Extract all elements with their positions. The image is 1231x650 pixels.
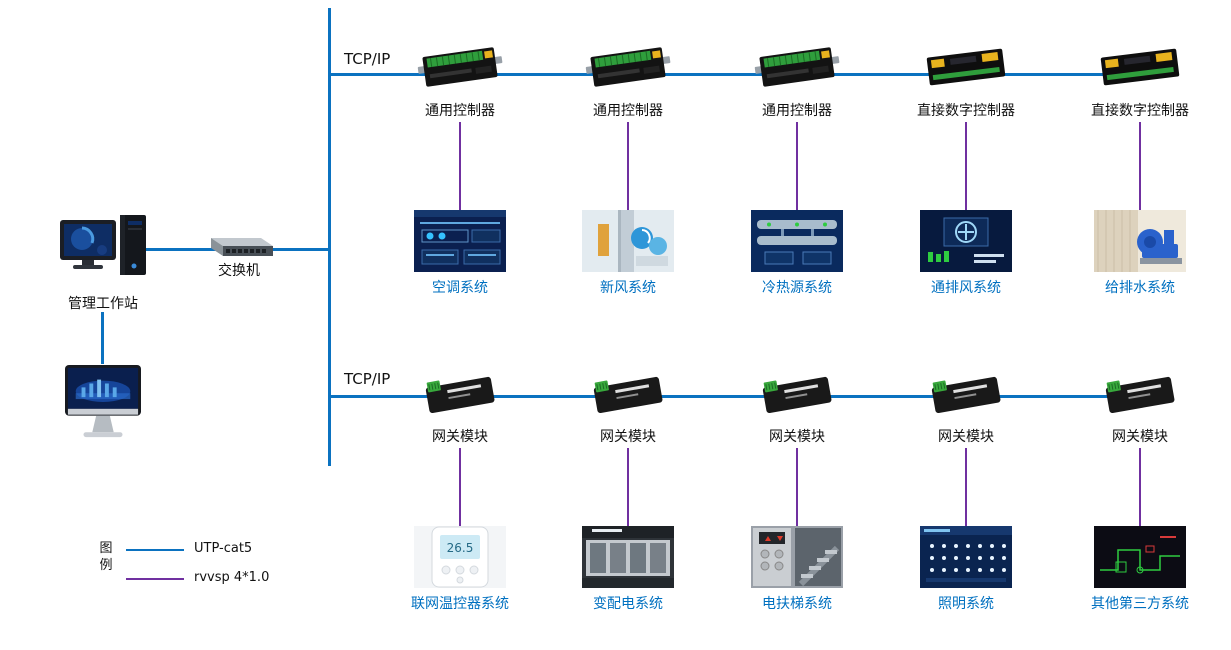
system-label: 给排水系统: [1105, 280, 1175, 296]
top-column-5: 直接数字控制器 给排水系统: [1055, 40, 1225, 297]
system-label: 冷热源系统: [762, 280, 832, 296]
rvvsp-signal-line: [459, 448, 461, 526]
controller-label: 直接数字控制器: [1091, 103, 1189, 119]
monitor-icon: [64, 364, 142, 440]
controller-label: 通用控制器: [425, 103, 495, 119]
tcp-bus-line-bottom: [330, 395, 1142, 398]
rvvsp-signal-line: [1139, 122, 1141, 210]
main-bus-line: [328, 8, 331, 466]
rvvsp-signal-line: [796, 122, 798, 210]
system-label: 照明系统: [938, 596, 994, 612]
bottom-column-2: 网关模块 变配电系统: [543, 368, 713, 613]
gateway-label: 网关模块: [769, 429, 825, 445]
top-column-2: 通用控制器 新风系统: [543, 40, 713, 297]
gateway-label: 网关模块: [432, 429, 488, 445]
top-column-1: 通用控制器 空调系统: [375, 40, 545, 297]
switch-label: 交换机: [218, 263, 260, 279]
controller-label: 直接数字控制器: [917, 103, 1015, 119]
gateway-label: 网关模块: [1112, 429, 1168, 445]
legend-utp-label: UTP-cat5: [194, 541, 253, 556]
tcpip-label-bottom: TCP/IP: [344, 370, 391, 388]
rvvsp-signal-line: [965, 448, 967, 526]
legend-utp-line: [126, 549, 184, 551]
workstation-computer-icon: [58, 214, 153, 289]
ddc-controller-icon: [1095, 40, 1185, 94]
general-controller-icon: [583, 40, 673, 94]
tcp-bus-line-top: [330, 73, 1142, 76]
gateway-module-icon: [924, 368, 1008, 420]
workstation-to-monitor-line: [101, 312, 104, 364]
gateway-module-icon: [586, 368, 670, 420]
legend-rvvsp-label: rvvsp 4*1.0: [194, 570, 270, 585]
gateway-module-icon: [755, 368, 839, 420]
lighting-system-image: [920, 526, 1012, 588]
system-label: 空调系统: [432, 280, 488, 296]
gateway-module-icon: [418, 368, 502, 420]
rvvsp-signal-line: [459, 122, 461, 210]
top-column-4: 直接数字控制器 通排风系统: [881, 40, 1051, 297]
rvvsp-signal-line: [796, 448, 798, 526]
network-switch-icon: [203, 232, 275, 262]
third-party-system-image: [1094, 526, 1186, 588]
workstation-label: 管理工作站: [68, 296, 138, 312]
bottom-column-3: 网关模块 电扶梯系统: [712, 368, 882, 613]
rvvsp-signal-line: [627, 122, 629, 210]
fresh-air-system-image: [582, 210, 674, 272]
bottom-column-5: 网关模块 其他第三方系统: [1055, 368, 1225, 613]
controller-label: 通用控制器: [762, 103, 832, 119]
system-label: 变配电系统: [593, 596, 663, 612]
legend-rvvsp-line: [126, 578, 184, 580]
rvvsp-signal-line: [1139, 448, 1141, 526]
water-supply-drainage-image: [1094, 210, 1186, 272]
cooling-heating-source-image: [751, 210, 843, 272]
gateway-label: 网关模块: [600, 429, 656, 445]
general-controller-icon: [752, 40, 842, 94]
system-label: 新风系统: [600, 280, 656, 296]
gateway-module-icon: [1098, 368, 1182, 420]
ventilation-system-image: [920, 210, 1012, 272]
rvvsp-signal-line: [965, 122, 967, 210]
ac-system-image: [414, 210, 506, 272]
general-controller-icon: [415, 40, 505, 94]
legend-title: 图例: [99, 541, 113, 573]
system-label: 其他第三方系统: [1091, 596, 1189, 612]
system-label: 电扶梯系统: [762, 596, 832, 612]
thermostat-system-image: 26.5: [414, 526, 506, 588]
rvvsp-signal-line: [627, 448, 629, 526]
gateway-label: 网关模块: [938, 429, 994, 445]
system-label: 通排风系统: [931, 280, 1001, 296]
thermostat-display: 26.5: [447, 541, 474, 555]
ddc-controller-icon: [921, 40, 1011, 94]
bottom-column-1: 网关模块 26.5 联网温控器系统: [375, 368, 545, 613]
top-column-3: 通用控制器 冷热源系统: [712, 40, 882, 297]
tcpip-label-top: TCP/IP: [344, 50, 391, 68]
elevator-escalator-image: [751, 526, 843, 588]
power-distribution-image: [582, 526, 674, 588]
bottom-column-4: 网关模块 照明系统: [881, 368, 1051, 613]
system-label: 联网温控器系统: [411, 596, 509, 612]
controller-label: 通用控制器: [593, 103, 663, 119]
